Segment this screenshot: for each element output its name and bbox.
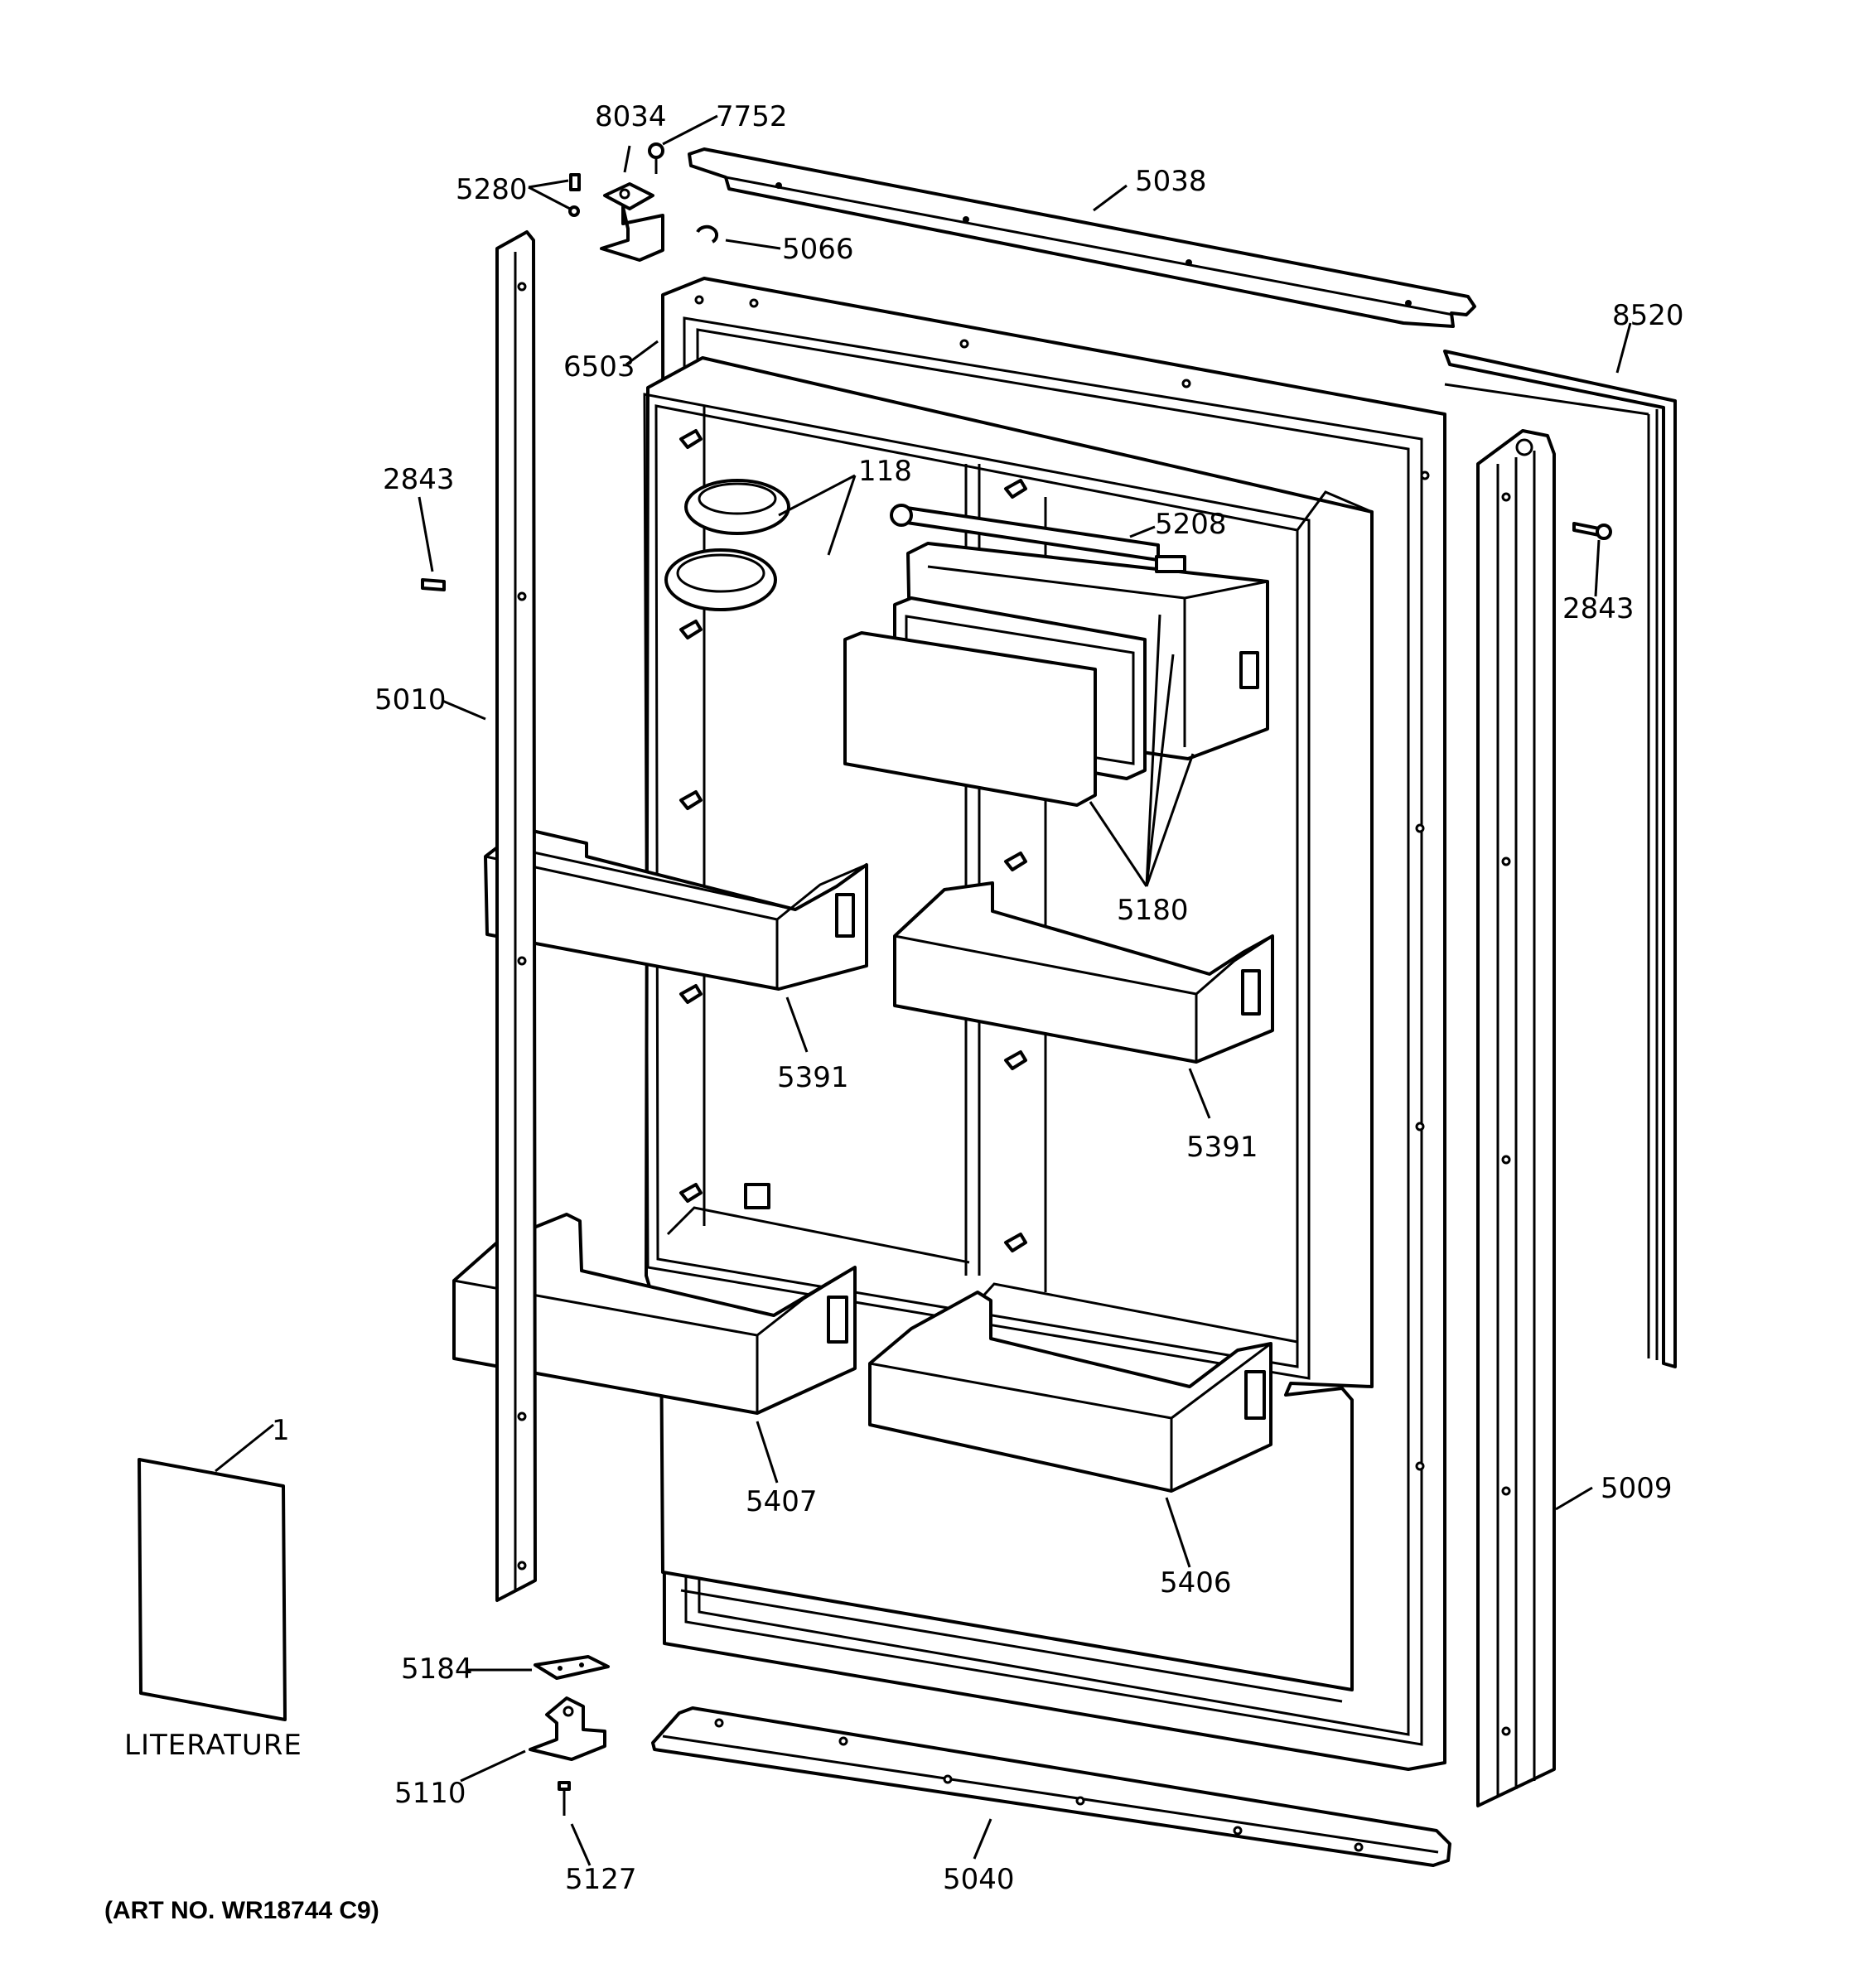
door-bin-5391-right [893, 881, 1274, 1064]
clip-5066 [696, 224, 719, 244]
callout-6503: 6503 [563, 350, 635, 384]
door-bin-5406 [868, 1291, 1272, 1493]
bottom-hinge-5110 [529, 1696, 606, 1761]
callout-5184: 5184 [401, 1653, 473, 1686]
literature-label: LITERATURE [124, 1729, 302, 1762]
screw-7752 [648, 142, 664, 174]
callout-2843-right: 2843 [1562, 592, 1635, 625]
leader-lines [215, 114, 1632, 1866]
callout-5208: 5208 [1155, 508, 1227, 541]
bottom-trim-5040 [651, 1706, 1451, 1867]
callout-118: 118 [858, 455, 912, 488]
callout-5127: 5127 [565, 1863, 637, 1896]
screw-2843-right [1572, 522, 1612, 540]
callout-5407: 5407 [746, 1485, 818, 1518]
callout-5280: 5280 [456, 173, 528, 206]
door-panel-8520 [1443, 350, 1677, 1368]
callout-8520: 8520 [1612, 299, 1684, 332]
dairy-compartment-5180 [843, 542, 1269, 807]
hinge-pin-5280 [568, 173, 581, 217]
top-trim-5038 [688, 147, 1476, 328]
egg-tray-118 [664, 479, 790, 611]
liner-tabs-left [679, 429, 703, 1203]
callout-5180: 5180 [1117, 894, 1189, 927]
screw-2843-left [421, 578, 446, 591]
callout-5010: 5010 [374, 683, 447, 717]
top-hinge-8034 [600, 182, 664, 262]
art-number: (ART NO. WR18744 C9) [104, 1897, 379, 1924]
side-trim-5010 [495, 230, 537, 1602]
door-bin-5407 [452, 1213, 857, 1415]
shim-5184 [534, 1655, 610, 1680]
callout-2843-left: 2843 [383, 463, 455, 496]
callout-5038: 5038 [1135, 165, 1207, 198]
screw-5127 [558, 1781, 571, 1816]
side-trim-5009 [1476, 429, 1556, 1807]
callout-5066: 5066 [782, 233, 854, 266]
callout-5391-right: 5391 [1186, 1131, 1258, 1164]
callout-7752: 7752 [716, 100, 788, 133]
literature-booklet-1 [138, 1458, 287, 1721]
callout-5406: 5406 [1160, 1566, 1232, 1600]
callout-5009: 5009 [1601, 1472, 1673, 1505]
callout-5040: 5040 [943, 1863, 1015, 1896]
callout-5391-left: 5391 [777, 1061, 849, 1094]
liner-tabs-right [1004, 479, 1027, 1252]
callout-1: 1 [272, 1414, 290, 1447]
callout-5110: 5110 [394, 1777, 466, 1810]
callout-8034: 8034 [595, 100, 667, 133]
hinge-rod-5208 [890, 504, 1186, 573]
